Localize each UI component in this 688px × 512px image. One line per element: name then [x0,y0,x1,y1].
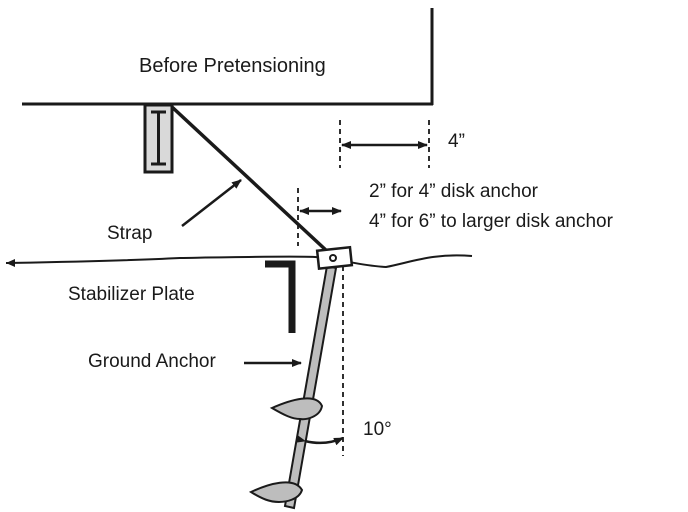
anchor-head [315,245,354,270]
offset-dimension-label: 4” [448,131,465,152]
ground-surface-left-arrow [6,259,15,267]
anchor-angle-label: 10° [363,419,392,440]
stabilizer-plate-label: Stabilizer Plate [68,284,195,305]
strap-label: Strap [107,223,153,244]
strap-pointer-arrow [181,179,242,227]
diagram-title: Before Pretensioning [139,55,326,77]
lower-helix [248,481,304,504]
ground-surface [5,254,473,269]
strap-line [170,105,330,254]
disk-note-small: 2” for 4” disk anchor [369,181,538,202]
stabilizer-plate [265,260,296,333]
angle-arc [295,434,344,446]
upper-helix [269,397,324,421]
ground-anchor-label: Ground Anchor [88,351,216,372]
i-beam [143,103,174,174]
ground-anchor [248,245,354,510]
disk-note-large: 4” for 6” to larger disk anchor [369,211,613,232]
